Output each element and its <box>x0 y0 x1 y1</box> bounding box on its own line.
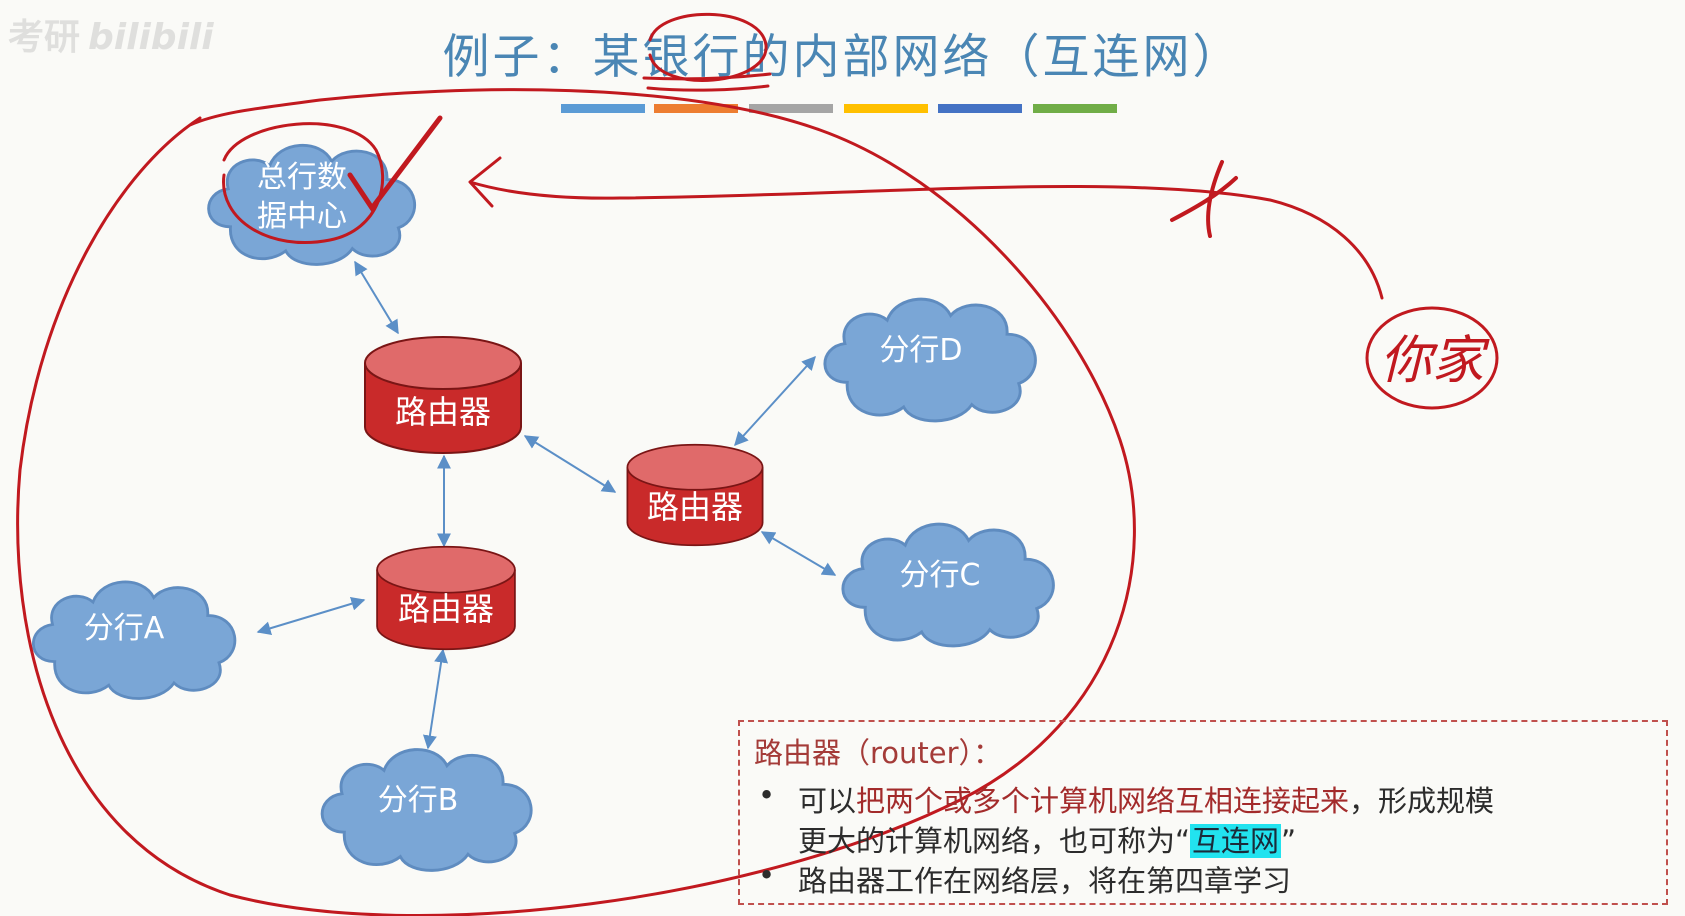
underline-annotation <box>642 72 772 92</box>
title-circle-annotation <box>648 12 768 82</box>
bullet-symbol-1: • <box>758 778 776 812</box>
hq-label-line1: 总行数 <box>257 160 347 195</box>
home-circle-annotation <box>1365 306 1499 410</box>
router-note-box: 路由器（router）： • 可以把两个或多个计算机网络互相连接起来，形成规模 … <box>738 720 1668 905</box>
cross-mark-annotation <box>1170 160 1238 238</box>
bullet-1-highlight: 把两个或多个计算机网络互相连接起来 <box>856 784 1350 818</box>
branch-b-label: 分行B <box>378 783 459 818</box>
router-2-label: 路由器 <box>398 590 494 628</box>
colorbar-seg-4 <box>844 104 928 113</box>
link-router1-router3 <box>523 435 617 493</box>
links <box>256 260 837 750</box>
checkmark-annotation <box>347 115 443 213</box>
watermark-text-2: bilibili <box>88 17 214 58</box>
big-loop-annotation <box>16 88 1136 916</box>
colorbar-seg-3 <box>749 104 833 113</box>
router-3-label: 路由器 <box>647 488 743 526</box>
bullet-1-line2-suffix: ” <box>1281 824 1297 858</box>
branch-c-label: 分行C <box>900 558 981 593</box>
hq-label-line2: 据中心 <box>257 199 347 234</box>
note-bullet-1-line2: 更大的计算机网络，也可称为“互连网” <box>798 818 1296 860</box>
bullet-2-text: 路由器工作在网络层，将在第四章学习 <box>798 864 1292 898</box>
router-1-label: 路由器 <box>395 393 491 431</box>
note-bullet-1: • 可以把两个或多个计算机网络互相连接起来，形成规模 <box>758 778 1495 820</box>
note-title: 路由器（router）： <box>754 736 1003 770</box>
note-bullet-2: • 路由器工作在网络层，将在第四章学习 <box>758 858 1292 900</box>
link-router2-brancha <box>256 596 366 636</box>
link-router2-branchb <box>422 648 449 750</box>
branch-d-label: 分行D <box>879 333 962 368</box>
link-hq-router1 <box>354 260 399 335</box>
link-router3-branchc <box>760 531 837 576</box>
bullet-1-line2-prefix: 更大的计算机网络，也可称为“ <box>798 824 1191 858</box>
colorbar-seg-5 <box>938 104 1022 113</box>
handwritten-annotations: 你家 <box>16 12 1499 916</box>
branch-a-label: 分行A <box>84 611 165 646</box>
watermark-text-1: 考研 <box>8 17 81 58</box>
slide-title: 例子：某银行的内部网络（互连网） <box>442 30 1243 85</box>
link-router3-branchd <box>734 355 816 447</box>
bullet-1-suffix: ，形成规模 <box>1349 784 1495 818</box>
access-arrow-annotation <box>468 156 1384 300</box>
colorbar-seg-1 <box>561 104 645 113</box>
colorbar-seg-6 <box>1033 104 1117 113</box>
home-label: 你家 <box>1380 331 1490 391</box>
bullet-symbol-2: • <box>758 858 776 892</box>
colorbar-seg-2 <box>654 104 738 113</box>
bullet-1-prefix: 可以 <box>798 784 857 818</box>
bullet-1-line2-highlight: 互连网 <box>1190 824 1282 858</box>
